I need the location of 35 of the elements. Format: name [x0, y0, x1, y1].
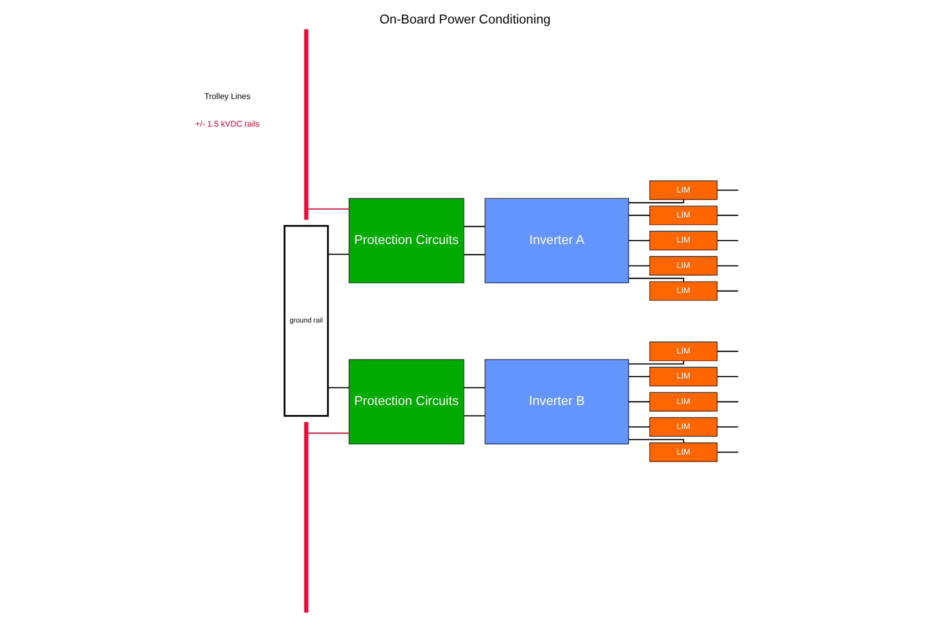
connector [717, 350, 738, 352]
connector [628, 265, 650, 266]
connector [464, 226, 485, 228]
connector [717, 401, 738, 402]
connector [628, 360, 684, 365]
connector [628, 278, 684, 282]
connector [328, 254, 349, 255]
connector [628, 200, 684, 204]
node-bar [304, 422, 308, 612]
connector [717, 290, 738, 292]
connector [628, 214, 650, 216]
connector [628, 439, 684, 443]
connector [717, 214, 738, 216]
connector [328, 387, 349, 388]
node-box: Protection Circuits [348, 359, 464, 444]
connector [717, 190, 738, 191]
connector [717, 452, 738, 453]
connector [717, 265, 738, 266]
connector [628, 401, 650, 402]
diagram-title: On-Board Power Conditioning [379, 11, 551, 26]
node-box: Protection Circuits [348, 198, 464, 284]
connector [308, 208, 349, 210]
connector [717, 376, 738, 378]
connector [308, 432, 349, 434]
connector [628, 376, 650, 378]
node-box: Inverter B [484, 359, 629, 444]
connector [464, 254, 485, 256]
connector [464, 415, 485, 416]
connector [464, 387, 485, 388]
connector [628, 426, 650, 428]
node-box: Inverter A [484, 198, 629, 284]
node-bar [304, 29, 308, 220]
connector [717, 240, 738, 242]
connector [628, 240, 650, 242]
connector [717, 426, 738, 428]
